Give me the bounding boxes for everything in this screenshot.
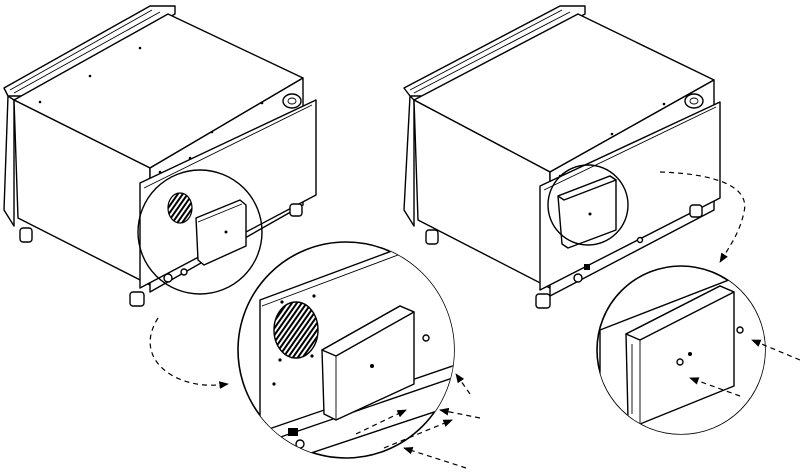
right-zoom-detail [596, 265, 766, 435]
left-oven-drawing [3, 5, 317, 307]
left-screw-arrows [355, 373, 481, 469]
right-zoom-pointer [659, 171, 746, 263]
left-zoom-pointer [149, 317, 229, 389]
right-oven-drawing [403, 5, 721, 309]
left-zoom-detail [237, 241, 455, 459]
